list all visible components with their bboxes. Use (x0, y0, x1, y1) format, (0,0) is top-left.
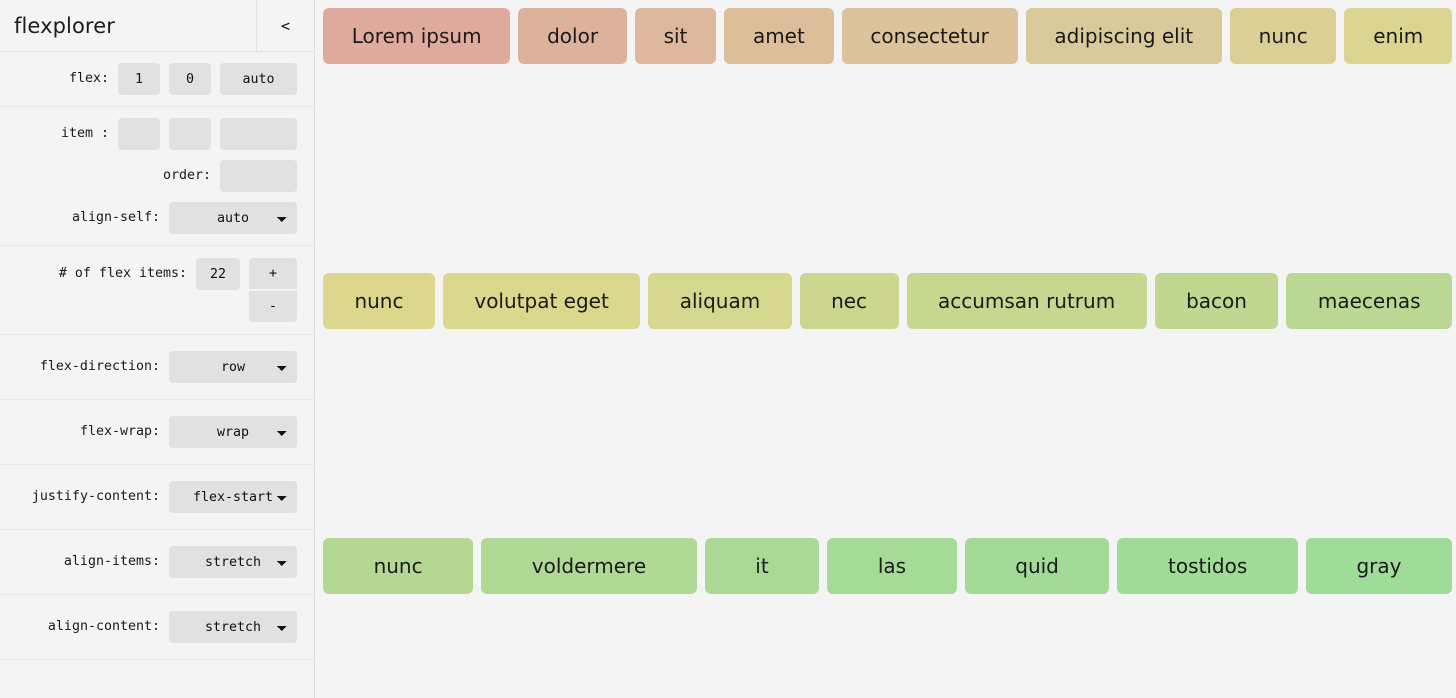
flex-item-label: tostidos (1168, 553, 1248, 578)
control-row-align-content: align-content: flex-startflex-endcenters… (0, 595, 314, 660)
flex-item-label: quid (1015, 553, 1059, 578)
flex-item[interactable]: volutpat eget (442, 272, 641, 329)
flex-item[interactable]: maecenas (1286, 272, 1452, 329)
label-justify-content: justify-content: (31, 489, 160, 504)
flex-item-label: nec (831, 288, 868, 313)
flex-item[interactable]: nunc (1229, 8, 1337, 64)
flex-item[interactable]: nunc (323, 537, 474, 594)
flex-item[interactable]: accumsan rutrum (906, 272, 1147, 329)
align-items-select[interactable]: flex-startflex-endcenterbaselinestretch (169, 546, 297, 578)
order-input[interactable] (220, 160, 297, 192)
flex-item-label: nunc (354, 288, 404, 313)
label-flex: flex: (68, 71, 109, 86)
control-row-flex-wrap: flex-wrap: nowrapwrapwrap-reverse (0, 400, 314, 465)
flex-item-count-stepper: + - (249, 258, 297, 322)
flex-item-label: bacon (1186, 288, 1247, 313)
flex-item-label: aliquam (679, 288, 761, 313)
label-flex-direction: flex-direction: (39, 359, 160, 374)
flex-wrap-select[interactable]: nowrapwrapwrap-reverse (169, 416, 297, 448)
control-row-justify-content: justify-content: flex-startflex-endcente… (0, 465, 314, 530)
label-align-self: align-self: (71, 210, 160, 225)
flex-item-label: amet (752, 24, 805, 48)
flex-grow-input[interactable] (118, 63, 160, 95)
flex-item[interactable]: tostidos (1117, 537, 1298, 594)
flex-item[interactable]: Lorem ipsum (323, 8, 511, 64)
align-self-select[interactable]: autoflex-startflex-endcenterbaselinestre… (169, 202, 297, 234)
flex-item[interactable]: consectetur (841, 8, 1018, 64)
flex-item-label: gray (1356, 553, 1402, 578)
flex-item[interactable]: nec (799, 272, 899, 329)
flex-item-label: maecenas (1317, 288, 1421, 313)
item-fields (118, 118, 297, 150)
order-fields (220, 160, 297, 192)
control-row-flex: flex: (0, 52, 314, 107)
chevron-left-icon[interactable]: < (256, 0, 314, 52)
flex-item-label: accumsan rutrum (937, 288, 1116, 313)
flex-item-label: voldermere (531, 553, 647, 578)
control-row-align-items: align-items: flex-startflex-endcenterbas… (0, 530, 314, 595)
flex-fields (118, 63, 297, 95)
align-content-select[interactable]: flex-startflex-endcenterspace-betweenspa… (169, 611, 297, 643)
label-item: item : (60, 126, 109, 141)
flex-item[interactable]: bacon (1154, 272, 1279, 329)
flex-item-count-fields: + - (196, 258, 297, 322)
flex-item[interactable]: las (827, 537, 957, 594)
flex-item[interactable]: enim (1344, 8, 1453, 64)
control-row-order: order: (0, 156, 314, 198)
flex-item-label: nunc (1258, 24, 1308, 48)
flex-direction-select[interactable]: rowrow-reversecolumncolumn-reverse (169, 351, 297, 383)
flex-basis-input[interactable] (220, 63, 297, 95)
item-basis-input[interactable] (220, 118, 297, 150)
control-row-align-self: align-self: autoflex-startflex-endcenter… (0, 198, 314, 246)
flex-item-label: consectetur (870, 24, 989, 48)
flex-item[interactable]: voldermere (481, 537, 697, 594)
flex-item-label: it (755, 553, 769, 578)
sidebar-titlebar: flexplorer < (0, 0, 314, 52)
flex-item[interactable]: gray (1305, 537, 1453, 594)
flex-item-label: Lorem ipsum (351, 24, 482, 48)
justify-content-select[interactable]: flex-startflex-endcenterspace-betweenspa… (169, 481, 297, 513)
flex-item-label: las (877, 553, 907, 578)
label-order: order: (162, 168, 211, 183)
flex-item-label: nunc (373, 553, 423, 578)
increment-items-button[interactable]: + (249, 258, 297, 289)
control-row-flex-direction: flex-direction: rowrow-reversecolumncolu… (0, 335, 314, 400)
flex-item-label: dolor (547, 24, 599, 48)
flex-item-label: enim (1373, 24, 1424, 48)
flex-shrink-input[interactable] (169, 63, 211, 95)
flex-item[interactable]: quid (964, 537, 1110, 594)
item-shrink-input[interactable] (169, 118, 211, 150)
decrement-items-button[interactable]: - (249, 291, 297, 322)
label-align-content: align-content: (47, 619, 160, 634)
flex-item[interactable]: nunc (323, 272, 435, 329)
flex-item-label: volutpat eget (474, 288, 609, 313)
label-flex-wrap: flex-wrap: (79, 424, 160, 439)
flex-item-label: sit (663, 24, 688, 48)
control-row-flex-item-count: # of flex items: + - (0, 246, 314, 335)
flex-item-count-input[interactable] (196, 258, 240, 290)
flex-item-label: adipiscing elit (1054, 24, 1194, 48)
flex-item[interactable]: dolor (518, 8, 627, 64)
label-flex-item-count: # of flex items: (58, 266, 187, 281)
flex-item[interactable]: it (704, 537, 820, 594)
flex-item[interactable]: sit (634, 8, 717, 64)
item-grow-input[interactable] (118, 118, 160, 150)
flex-item[interactable]: aliquam (648, 272, 792, 329)
flex-container-preview: Lorem ipsum dolor sit amet consectetur adipis… (315, 0, 1456, 698)
control-row-item: item : (0, 107, 314, 156)
flex-item[interactable]: adipiscing elit (1025, 8, 1222, 64)
controls-sidebar: flexplorer < flex: item : order: (0, 0, 315, 698)
label-align-items: align-items: (63, 554, 160, 569)
app-title: flexplorer (14, 13, 115, 38)
flex-item[interactable]: amet (724, 8, 834, 64)
